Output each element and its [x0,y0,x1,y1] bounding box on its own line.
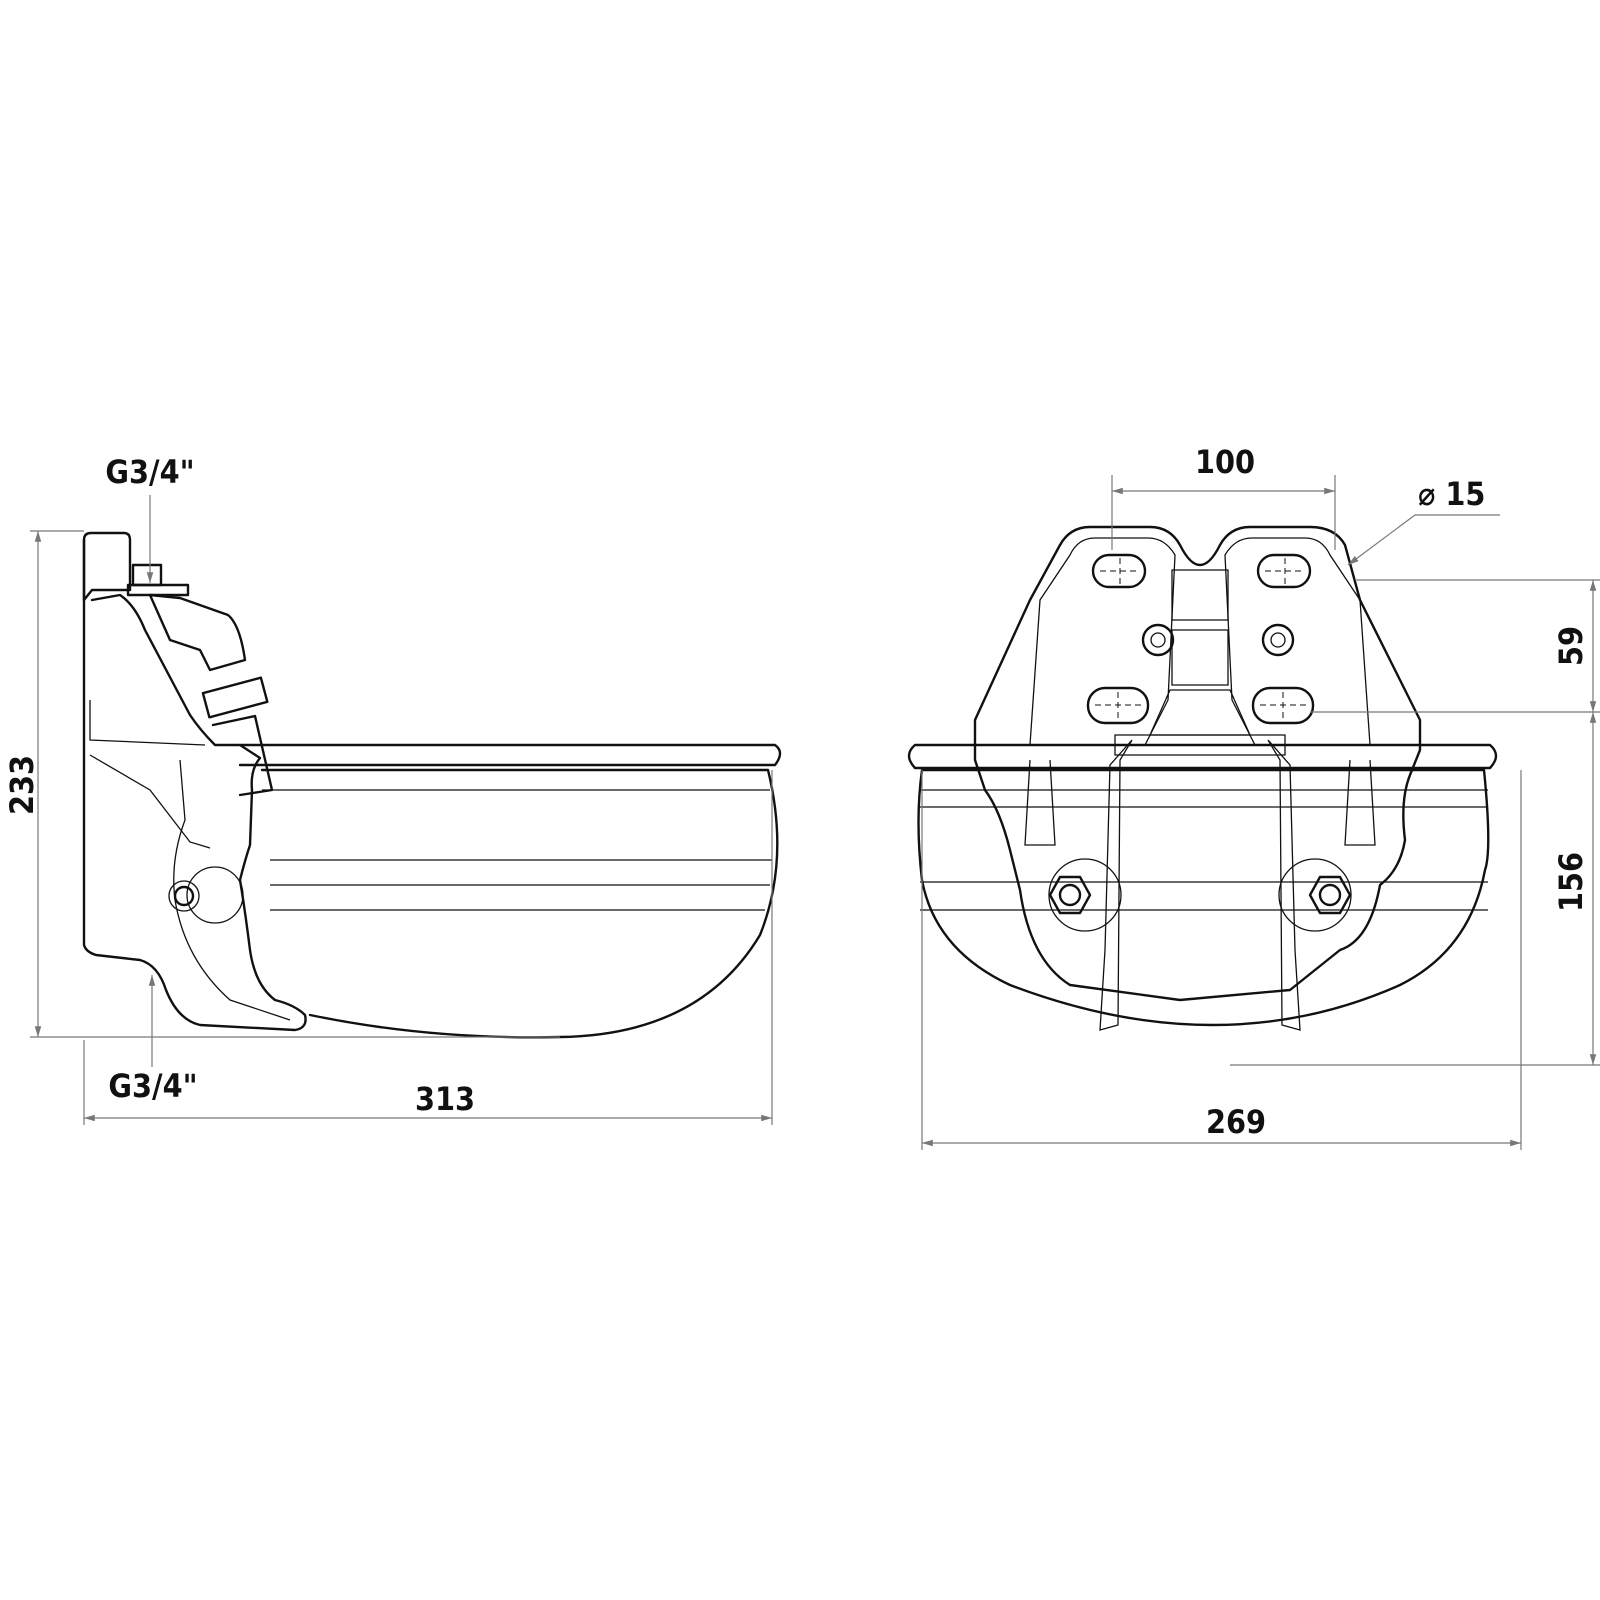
width-269-label: 269 [1206,1103,1266,1141]
valve-fitting [201,676,269,719]
height-233-label: 233 [3,755,41,815]
bolt-left [1048,858,1122,932]
front-view-dimensions [921,475,1600,1150]
valve-washer [126,583,190,597]
mounting-hole [1261,623,1295,657]
mounting-hole [1141,623,1175,657]
thread-bottom-label: G3/4" [108,1067,197,1105]
bolt-right [1278,858,1352,932]
thread-top-label: G3/4" [105,453,194,491]
mounting-slot [1091,553,1147,589]
bracket-outline [82,538,307,1032]
front-view [907,525,1498,1031]
mounting-plate-top [82,531,132,602]
hole-spacing-100-label: 100 [1195,443,1255,481]
mounting-slot [1256,553,1312,589]
valve-pipe [211,714,274,797]
side-view-dimensions [30,495,773,1125]
valve-nut [131,563,163,587]
hole-diameter-15-label: ⌀ 15 [1418,475,1485,513]
bowl-rim [238,743,782,767]
bowl-rim [907,743,1498,770]
height-156-label: 156 [1552,852,1590,912]
mounting-slot [1086,686,1150,725]
mounting-slot [1251,686,1315,725]
valve-body [148,593,247,672]
length-313-label: 313 [415,1080,475,1118]
side-view [82,531,782,1039]
bowl-body [260,768,779,1039]
bolt [173,885,195,907]
vertical-spacing-59-label: 59 [1552,626,1590,666]
mounting-plate [973,525,1422,1002]
